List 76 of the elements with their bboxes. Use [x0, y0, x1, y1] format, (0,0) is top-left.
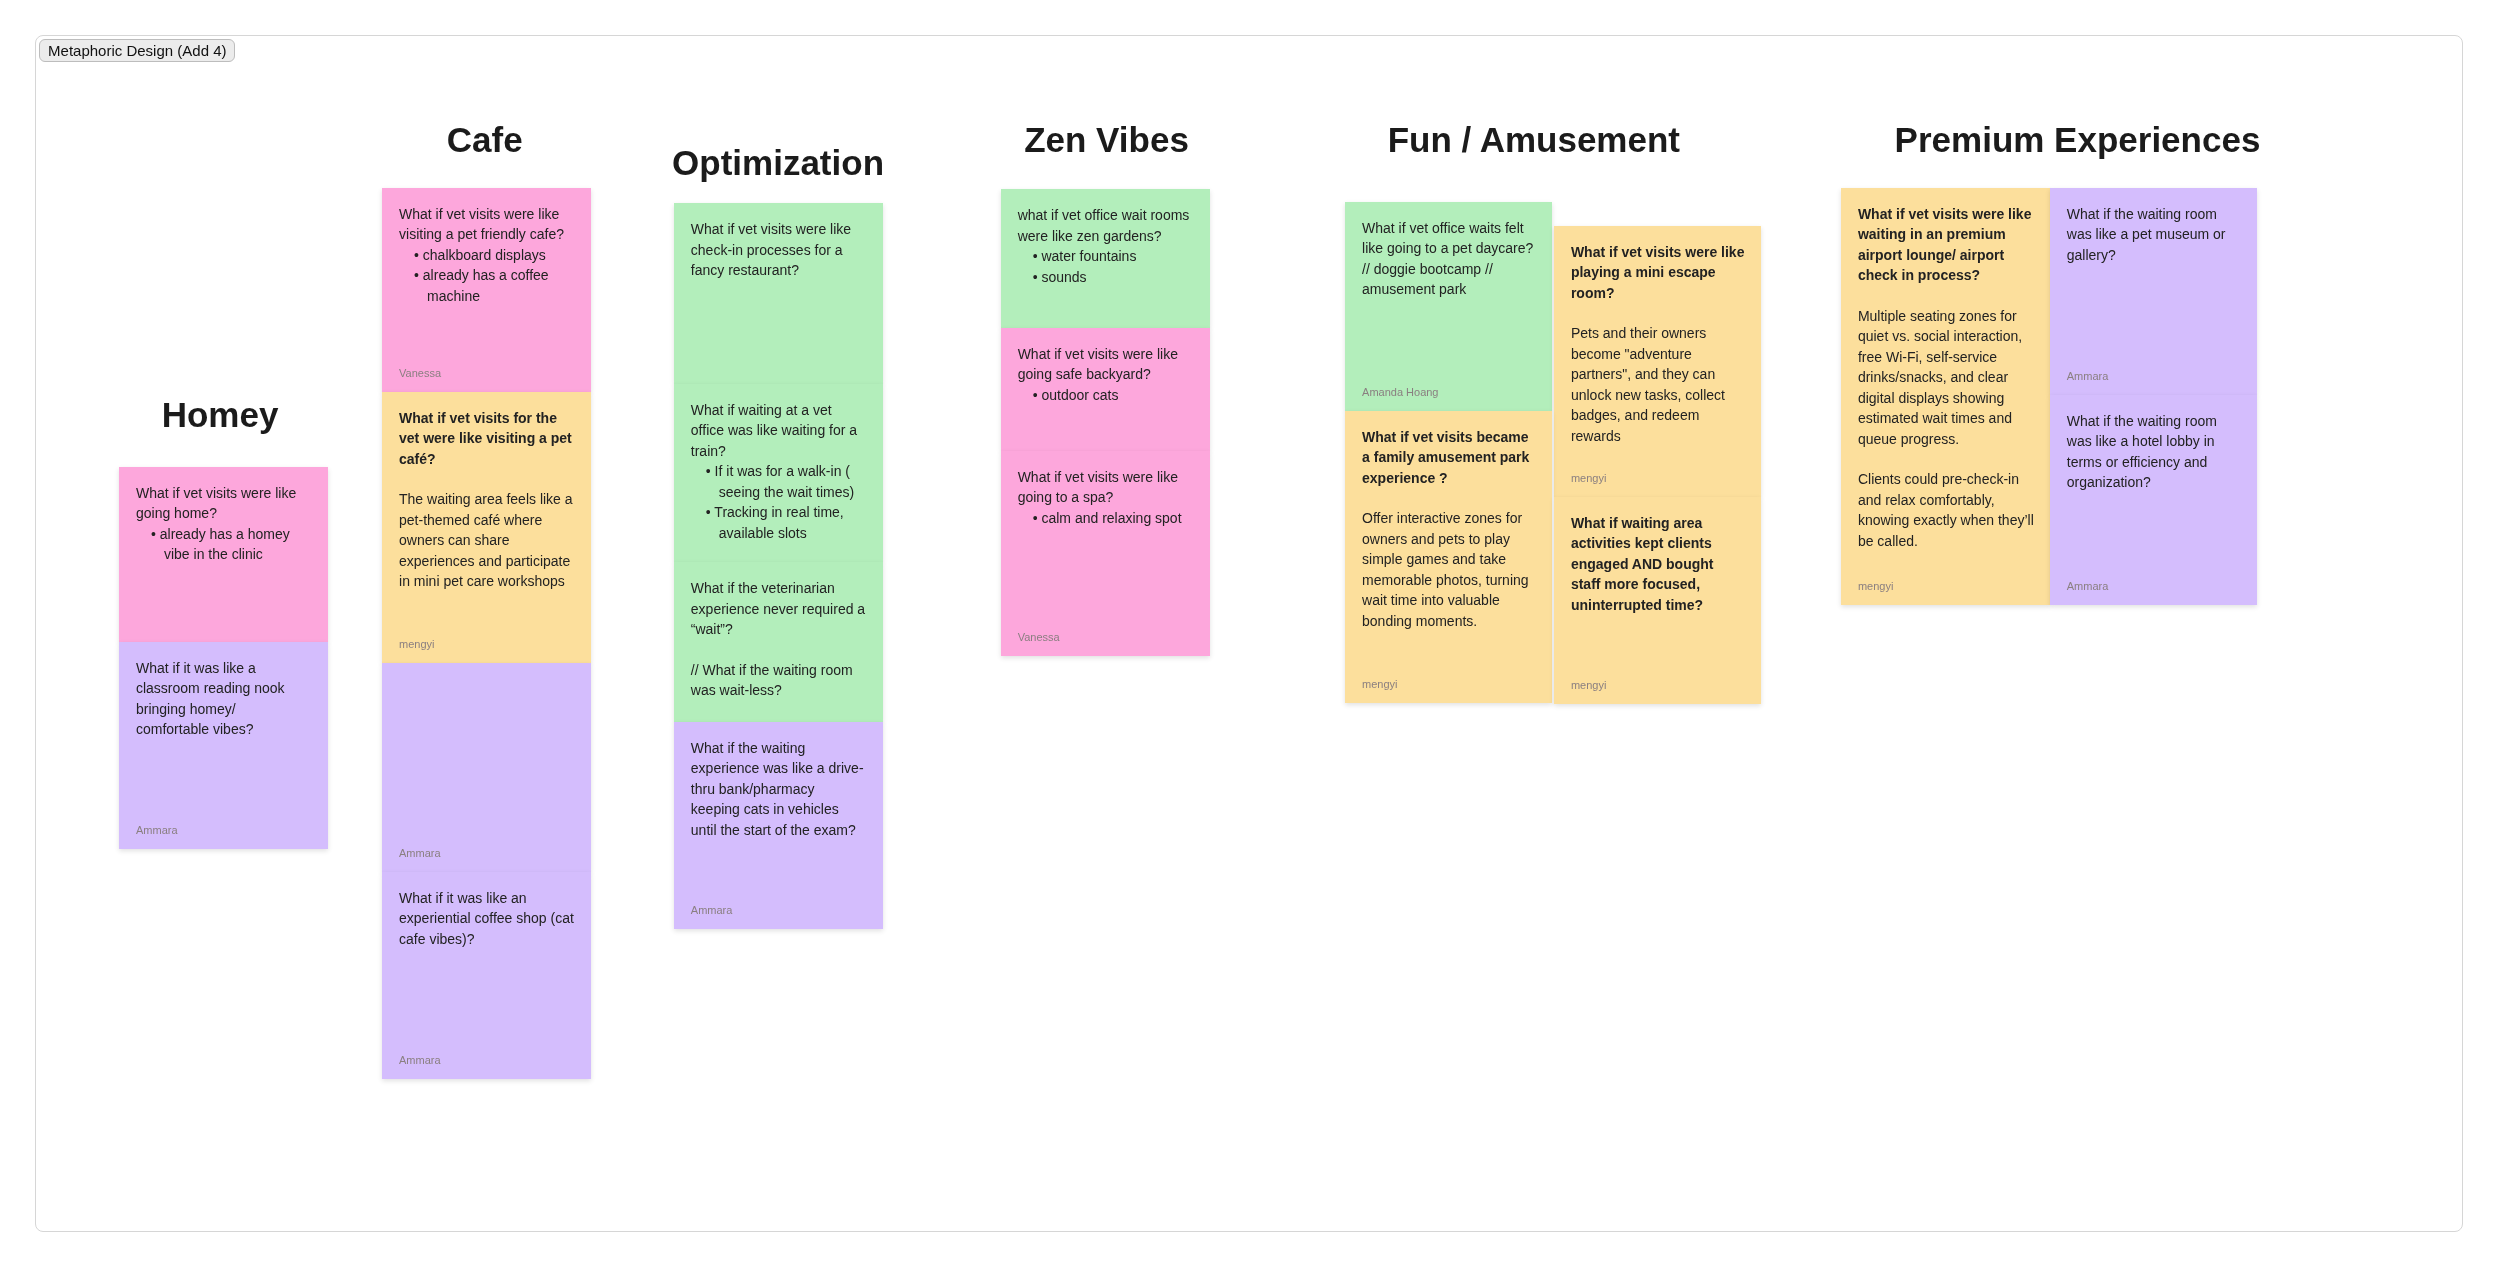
sticky-note — [1345, 410, 1553, 703]
frame-background — [35, 35, 2464, 1233]
column-heading: Homey — [161, 395, 279, 436]
bullet-item: • already has a homey vibe in the clinic — [149, 524, 291, 565]
sticky-note — [673, 383, 883, 563]
sticky-note — [118, 641, 328, 850]
column-heading: Zen Vibes — [1024, 119, 1189, 160]
frame-title: Metaphoric Design (Add 4) — [39, 39, 236, 63]
note-text: What if vet visits were like waiting in an premium airport lounge/ airport check in process? — [1857, 204, 2033, 285]
author-name: Amanda Hoang — [1362, 385, 1439, 399]
note-text: What if vet visits were like going safe backyard? — [1017, 344, 1179, 385]
sticky-note — [382, 662, 591, 872]
note-text: What if vet visits were like visiting a pet friendly cafe? — [399, 204, 565, 244]
sticky-note — [382, 391, 591, 663]
note-text: What if the veterinarian experience never required a “wait”? — [690, 579, 867, 640]
bullet-item: • already has a coffee machine — [413, 266, 550, 306]
note-text: What if vet visits were like playing a mini escape room? — [1570, 242, 1746, 303]
author-name: Ammara — [2066, 580, 2109, 594]
column-heading: Fun / Amusement — [1387, 119, 1680, 160]
author-name: mengyi — [399, 637, 435, 651]
note-text: What if waiting area activities kept clients engaged AND bought staff more focused, uninterrupted time? — [1570, 513, 1715, 615]
column-heading: Premium Experiences — [1894, 119, 2261, 160]
author-name: mengyi — [1857, 580, 1894, 594]
note-text: What if vet visits were like going to a spa? — [1017, 467, 1179, 508]
note-text: Offer interactive zones for owners and pets to play simple games and take memorable photos, turning wait time into valuable bonding moments. — [1362, 509, 1530, 631]
bullet-item: • outdoor cats — [1031, 385, 1120, 405]
note-text: // What if the waiting room was wait-less? — [690, 660, 854, 701]
bullet-item: • chalkboard displays — [413, 245, 547, 265]
sticky-note — [382, 187, 591, 392]
sticky-note — [1553, 225, 1762, 497]
sticky-note — [673, 721, 883, 929]
column-heading: Optimization — [672, 143, 884, 184]
bullet-item: • calm and relaxing spot — [1031, 508, 1183, 528]
column-heading: Cafe — [446, 119, 523, 160]
sticky-note — [2049, 394, 2258, 606]
note-text: Clients could pre-check-in and relax comfortably, knowing exactly when they’ll be called. — [1857, 470, 2034, 551]
sticky-note — [2049, 187, 2258, 395]
note-text: What if the waiting experience was like a drive-thru bank/pharmacy keeping cats in vehicles until the start of the exam? — [690, 738, 865, 840]
note-text: What if vet visits were like check-in processes for a fancy restaurant? — [690, 220, 853, 281]
author-name: Ammara — [399, 846, 441, 860]
sticky-note — [673, 203, 883, 384]
sticky-note — [118, 466, 328, 642]
author-name: Ammara — [399, 1053, 441, 1067]
sticky-note — [673, 562, 883, 722]
author-name: Ammara — [2066, 369, 2109, 383]
bullet-item: • If it was for a walk-in ( seeing the wait times) — [704, 462, 856, 502]
author-name: Ammara — [135, 824, 178, 838]
note-text: What if the waiting room was like a pet museum or gallery? — [2066, 204, 2227, 265]
bullet-item: • Tracking in real time, available slots — [704, 503, 845, 543]
note-text: What if vet office waits felt like going to a pet daycare? // doggie bootcamp // amusement park — [1362, 218, 1535, 300]
note-text: what if vet office wait rooms were like zen gardens? — [1017, 206, 1191, 246]
author-name: mengyi — [1570, 679, 1607, 693]
author-name: mengyi — [1570, 471, 1607, 485]
sticky-note — [1840, 187, 2050, 606]
note-text: What if the waiting room was like a hotel lobby in terms or efficiency and organization? — [2066, 411, 2218, 493]
author-name: mengyi — [1362, 677, 1398, 691]
author-name: Vanessa — [1017, 631, 1060, 645]
note-text: What if vet visits were like going home? — [135, 483, 298, 524]
sticky-note — [1553, 496, 1762, 705]
sticky-note — [1000, 450, 1210, 657]
sticky-note — [1000, 189, 1210, 328]
note-text: What if it was like a classroom reading nook bringing homey/ comfortable vibes? — [135, 658, 286, 740]
sticky-note — [382, 871, 591, 1079]
author-name: Vanessa — [399, 366, 442, 380]
author-name: Ammara — [690, 903, 733, 917]
note-text: Multiple seating zones for quiet vs. social interaction, free Wi-Fi, self-service drinks/snacks, and clear digital displays showing estimated wait times and queue progress. — [1857, 306, 2024, 449]
note-text: Pets and their owners become "adventure partners", and they can unlock new tasks, collect badges, and redeem rewards — [1570, 324, 1726, 446]
note-text: What if vet visits became a family amusement park experience ? — [1362, 427, 1531, 488]
note-text: What if vet visits for the vet were like visiting a pet café? — [399, 408, 573, 469]
note-text: What if waiting at a vet office was like waiting for a train? — [690, 400, 859, 461]
note-text: The waiting area feels like a pet-themed café where owners can share experiences and participate in mini pet care workshops — [399, 490, 574, 592]
bullet-item: • sounds — [1031, 267, 1088, 287]
sticky-note — [1000, 327, 1210, 451]
note-text: What if it was like an experiential coffee shop (cat cafe vibes)? — [399, 888, 575, 949]
bullet-item: • water fountains — [1031, 247, 1138, 267]
sticky-note — [1345, 201, 1553, 411]
